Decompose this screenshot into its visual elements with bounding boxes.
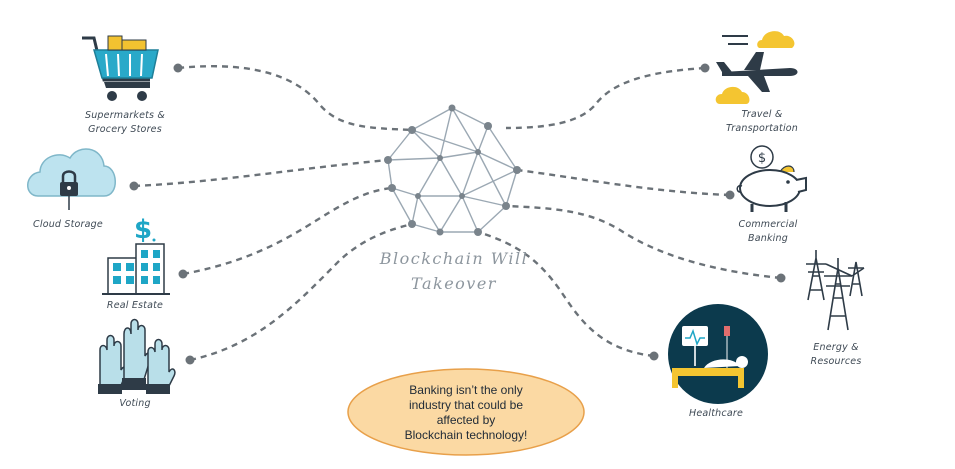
svg-text:$: $ [134,215,152,245]
buildings-dollar-icon: $ [102,215,170,295]
label-healthcare: Healthcare [689,408,743,419]
label-voting: Voting [119,398,150,409]
connector-endpoint [178,269,188,279]
callout-text-line2: industry that could be [409,398,523,412]
label-banking-line2: Banking [748,233,788,244]
connector-endpoint [173,63,183,73]
airplane-clouds-icon [715,31,798,104]
label-realestate: Real Estate [107,300,163,311]
label-supermarkets-line1: Supermarkets & [85,110,165,121]
power-tower-icon [806,250,865,331]
hospital-bed-icon [668,304,768,404]
cloud-lock-icon [27,148,116,210]
label-energy-line1: Energy & [813,342,858,353]
callout-text-line4: Blockchain technology! [405,428,528,442]
piggy-bank-icon: $ [736,145,807,212]
raised-hands-icon [98,318,176,394]
connector-endpoint [776,273,786,283]
connector-realestate [182,186,393,276]
label-travel-line2: Transportation [726,123,798,134]
callout-text-line3: affected by [437,413,496,427]
connector-endpoint [129,181,139,191]
label-supermarkets-line2: Grocery Stores [88,124,162,135]
diagram-title-line2: Takeover [411,274,497,293]
connector-energy [505,204,782,280]
shopping-cart-icon [82,35,159,101]
diagram-title-line1: Blockchain Will [379,249,529,268]
label-banking-line1: Commercial [738,219,797,230]
connector-banking [516,168,731,197]
connectors [129,63,786,365]
label-cloud: Cloud Storage [33,219,103,230]
connector-voting [189,222,413,362]
connector-endpoint [700,63,710,73]
callout-bubble: Banking isn’t the only industry that cou… [347,368,585,456]
connector-endpoint [185,355,195,365]
connector-endpoint [725,190,735,200]
callout-text-line1: Banking isn’t the only [409,383,522,397]
svg-text:$: $ [758,151,766,166]
connector-cloud [133,158,389,188]
connector-endpoint [649,351,659,361]
label-travel-line1: Travel & [742,109,783,120]
label-energy-line2: Resources [811,356,862,367]
connector-travel [505,66,706,130]
connector-supermarkets [177,65,413,132]
blockchain-mesh-icon [384,104,521,236]
